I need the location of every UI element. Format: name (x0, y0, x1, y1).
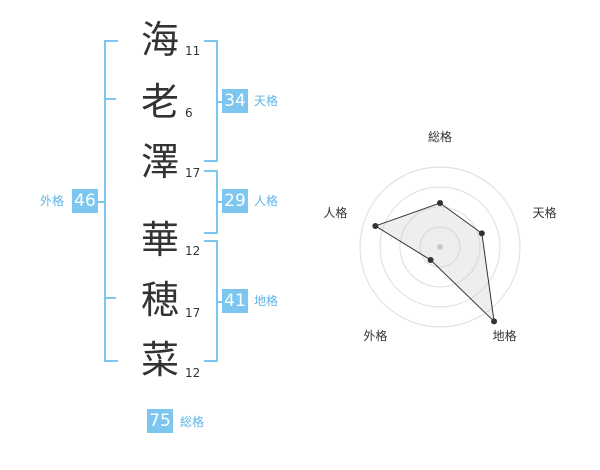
name-char-2: 老 (140, 80, 179, 124)
stroke-count-4: 12 (185, 244, 201, 258)
radar-grid-ring (419, 226, 461, 268)
radar-point-3 (491, 318, 498, 325)
radar-grid-ring (379, 186, 501, 308)
gaikaku-bracket (104, 40, 118, 362)
chikaku-label: 地格 (254, 294, 279, 308)
radar-grid-ring (399, 206, 481, 288)
gaikaku-label: 外格 (40, 194, 65, 208)
chikaku-connector (216, 301, 222, 303)
radar-axis-label-4: 外格 (363, 328, 387, 343)
tenkaku-connector (216, 101, 222, 103)
chikaku-value-badge: 41 (222, 289, 248, 313)
stroke-count-1: 11 (185, 44, 201, 58)
soukaku-label: 総格 (180, 415, 205, 429)
radar-axis-label-5: 人格 (323, 205, 347, 220)
stroke-count-5: 17 (185, 306, 201, 320)
radar-axis-label-2: 天格 (533, 205, 557, 220)
name-char-1: 海 (140, 18, 179, 62)
gaikaku-value-badge: 46 (72, 189, 98, 213)
gaikaku-tick-1 (104, 98, 116, 100)
tenkaku-label: 天格 (254, 94, 279, 108)
stroke-count-6: 12 (185, 366, 201, 380)
soukaku-value-badge: 75 (147, 409, 173, 433)
radar-series-polygon (374, 202, 495, 323)
name-char-6: 菜 (140, 338, 179, 382)
radar-axis-label-1: 総格 (428, 129, 452, 144)
radar-point-1 (437, 200, 443, 206)
radar-axis-label-3: 地格 (493, 328, 517, 343)
stroke-count-3: 17 (185, 166, 201, 180)
radar-point-5 (372, 222, 379, 229)
jinkaku-label: 人格 (254, 194, 279, 208)
jinkaku-value-badge: 29 (222, 189, 248, 213)
radar-center (437, 244, 443, 250)
gaikaku-connector (98, 201, 104, 203)
tenkaku-value-badge: 34 (222, 89, 248, 113)
radar-point-4 (427, 256, 434, 263)
radar-grid-ring (359, 166, 521, 328)
gaikaku-tick-2 (104, 297, 116, 299)
radar-point-2 (478, 230, 485, 237)
stroke-count-2: 6 (185, 106, 193, 120)
name-char-4: 華 (140, 218, 179, 262)
name-char-3: 澤 (140, 140, 179, 184)
name-char-5: 穂 (140, 278, 179, 322)
jinkaku-connector (216, 201, 222, 203)
